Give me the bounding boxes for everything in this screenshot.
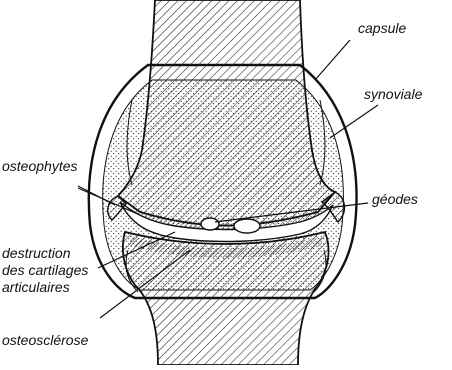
label-osteophytes: osteophytes bbox=[2, 158, 78, 175]
geode-cyst-1 bbox=[201, 218, 219, 230]
label-synoviale: synoviale bbox=[364, 86, 422, 103]
upper-bone bbox=[118, 0, 335, 226]
label-destruction-line-1: destruction bbox=[2, 245, 70, 262]
label-geodes: géodes bbox=[372, 191, 418, 208]
label-capsule: capsule bbox=[358, 20, 406, 37]
label-osteosclerose: osteosclérose bbox=[2, 332, 88, 349]
label-destruction-line-3: articulaires bbox=[2, 279, 70, 296]
label-destruction-line-2: des cartilages bbox=[2, 262, 88, 279]
leader-capsule bbox=[315, 40, 350, 80]
geode-cyst-2 bbox=[234, 219, 260, 233]
